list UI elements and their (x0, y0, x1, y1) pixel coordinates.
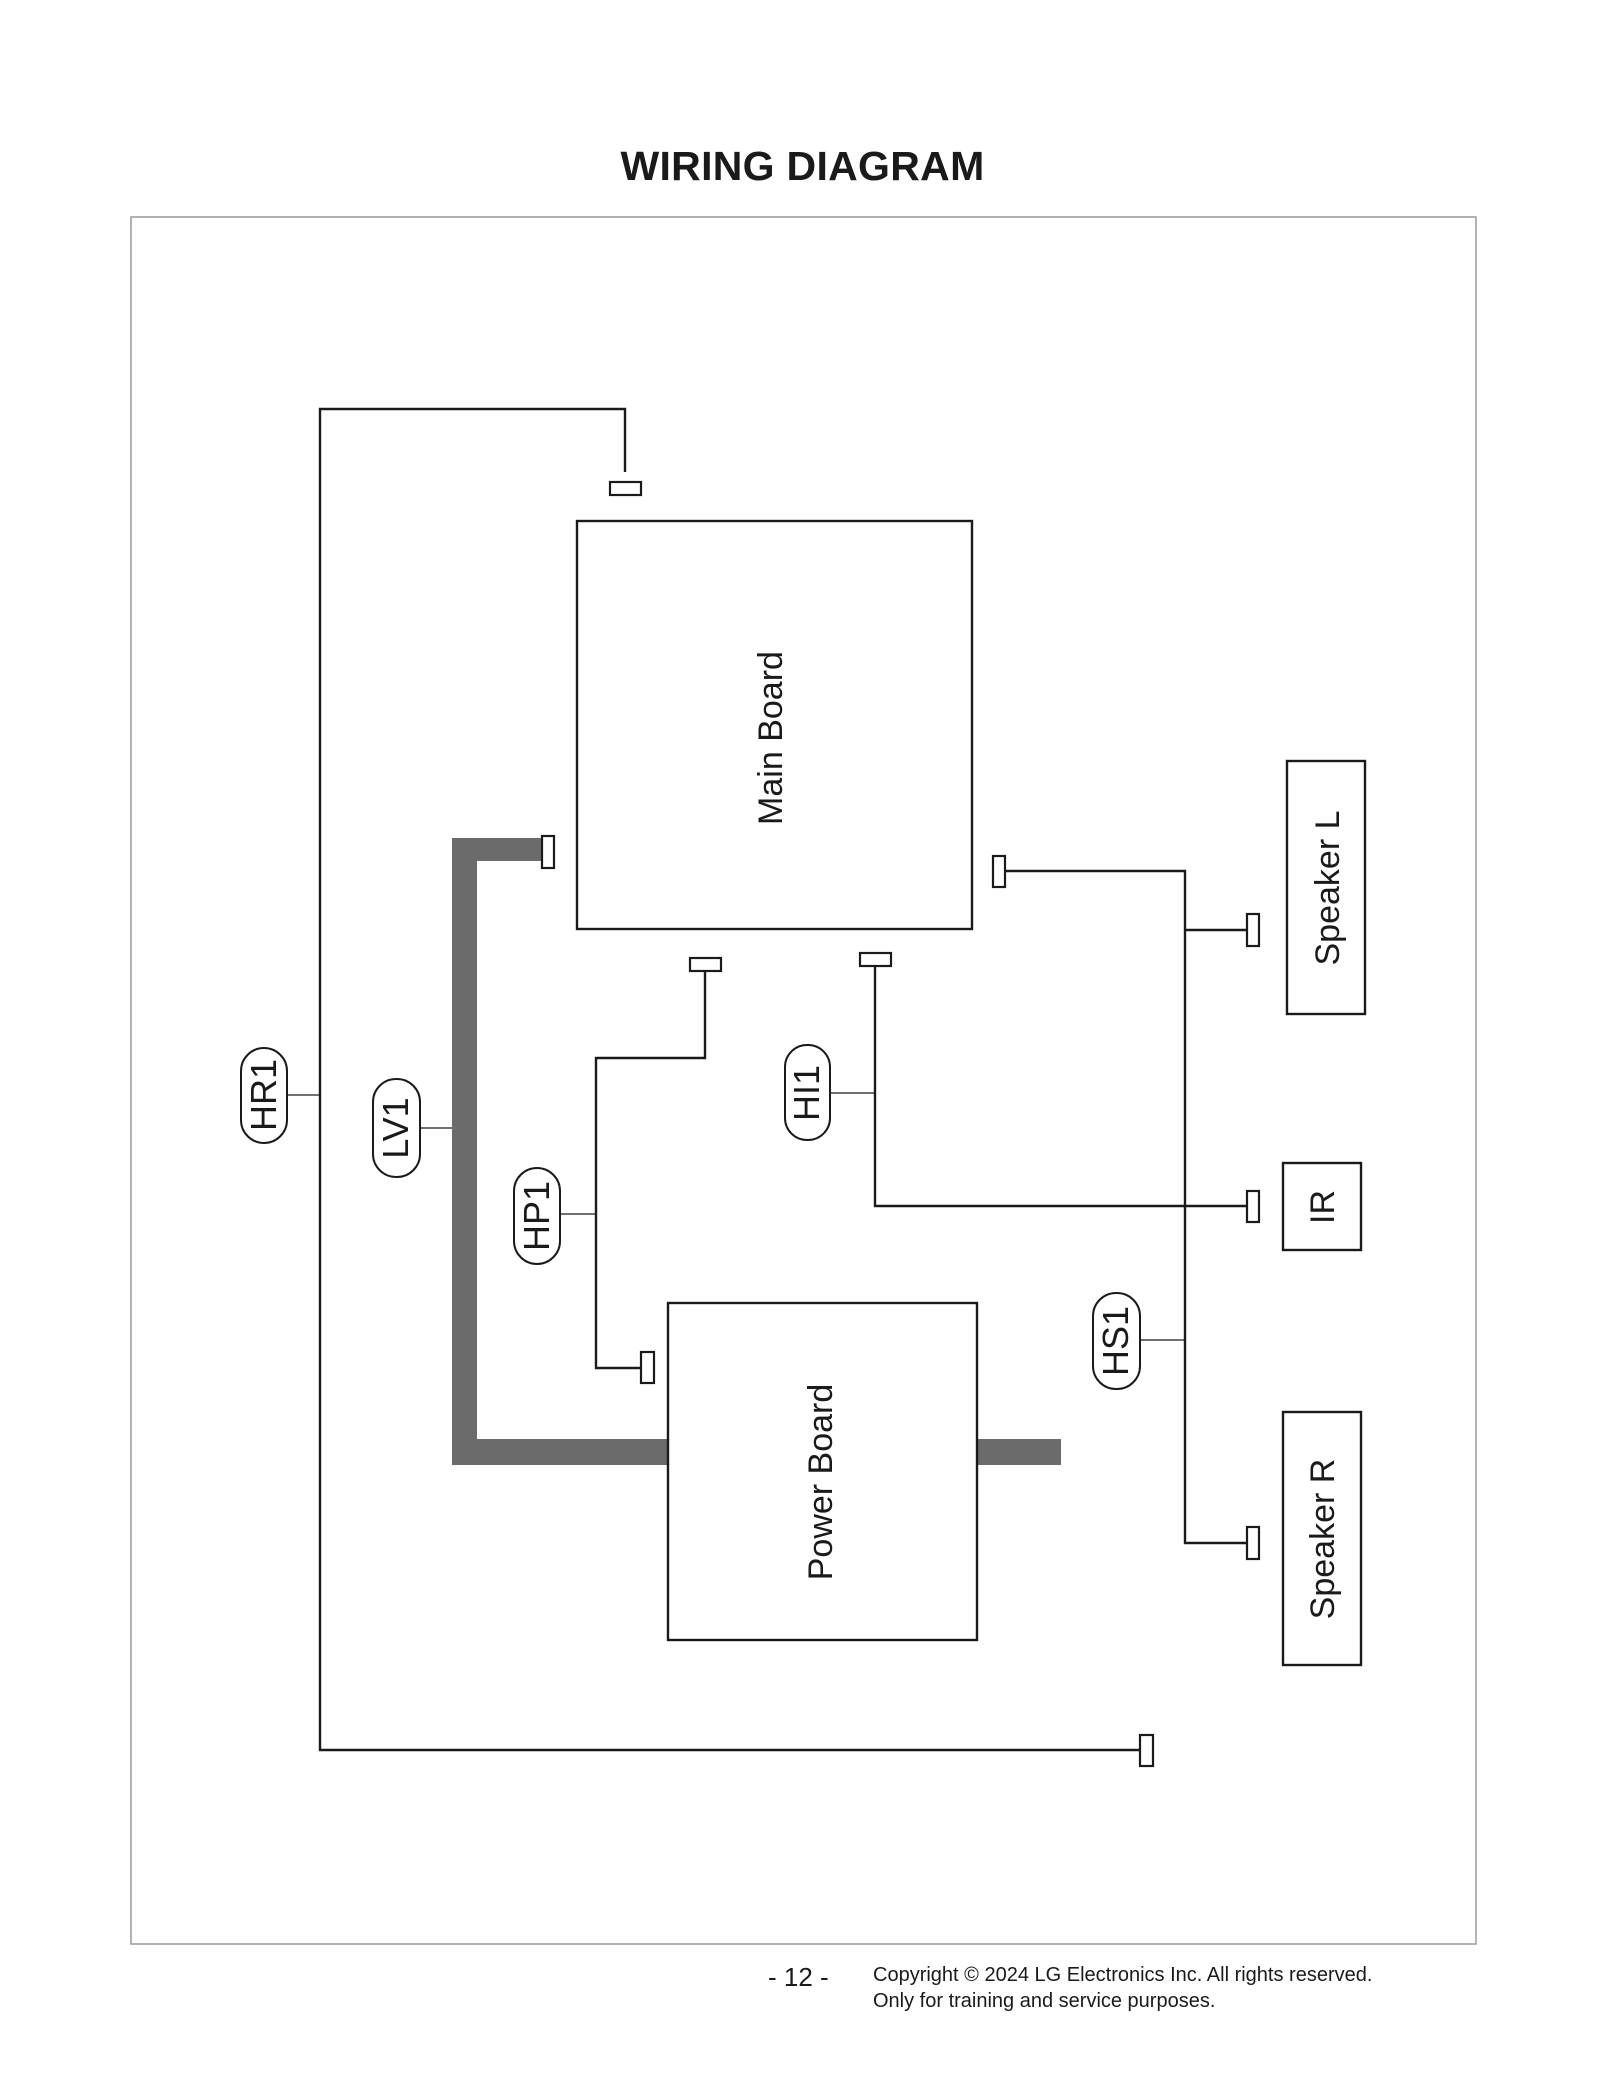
hi1-label-bubble (784, 1044, 831, 1141)
main-board (575, 519, 974, 931)
connector-hs1-speaker-r (1245, 1525, 1261, 1561)
connector-hr1-end (1138, 1733, 1155, 1768)
connector-hp1-power (639, 1350, 656, 1385)
lv1-label-bubble (372, 1078, 421, 1178)
power-board (666, 1301, 979, 1642)
connector-hs1-main (991, 854, 1007, 889)
connector-lv1-main (540, 834, 556, 870)
connector-hr1-main (608, 480, 643, 497)
speaker-left-label: Speaker L (1309, 811, 1347, 966)
connector-hi1-main (858, 951, 893, 968)
page-title: WIRING DIAGRAM (620, 143, 985, 189)
power-input-harness (978, 1439, 1061, 1465)
connector-hi1-ir (1245, 1189, 1261, 1224)
ir-label: IR (1304, 1190, 1342, 1224)
copyright-notice: Copyright © 2024 LG Electronics Inc. All… (873, 1962, 1372, 2014)
page-number: - 12 - (768, 1962, 829, 1992)
connector-hs1-speaker-l (1245, 912, 1261, 948)
hr1-label-bubble (240, 1047, 288, 1144)
main-board-label: Main Board (752, 651, 790, 825)
hr1-label: HR1 (243, 1059, 284, 1131)
harness-hi1: HI1 (784, 951, 1261, 1224)
harness-lv1: LV1 (372, 834, 1061, 1465)
harness-hr1: HR1 (240, 407, 1155, 1768)
power-board-label: Power Board (802, 1384, 840, 1581)
connector-hp1-main (688, 956, 723, 973)
hp1-label-bubble (513, 1167, 561, 1265)
diagram-frame (130, 216, 1477, 1945)
lv1-label: LV1 (375, 1097, 416, 1158)
hp1-label: HP1 (516, 1181, 557, 1251)
hs1-label: HS1 (1095, 1306, 1136, 1376)
copyright-line-1: Copyright © 2024 LG Electronics Inc. All… (873, 1964, 1373, 1986)
copyright-line-2: Only for training and service purposes. (873, 1990, 1216, 2012)
hi1-label: HI1 (786, 1065, 827, 1121)
speaker-left (1285, 759, 1367, 1016)
harness-hs1: HS1 (991, 854, 1261, 1561)
speaker-right (1281, 1410, 1363, 1667)
harness-hp1: HP1 (513, 956, 723, 1385)
ir-receiver (1281, 1161, 1363, 1252)
hs1-label-bubble (1092, 1292, 1141, 1390)
speaker-right-label: Speaker R (1304, 1459, 1342, 1620)
